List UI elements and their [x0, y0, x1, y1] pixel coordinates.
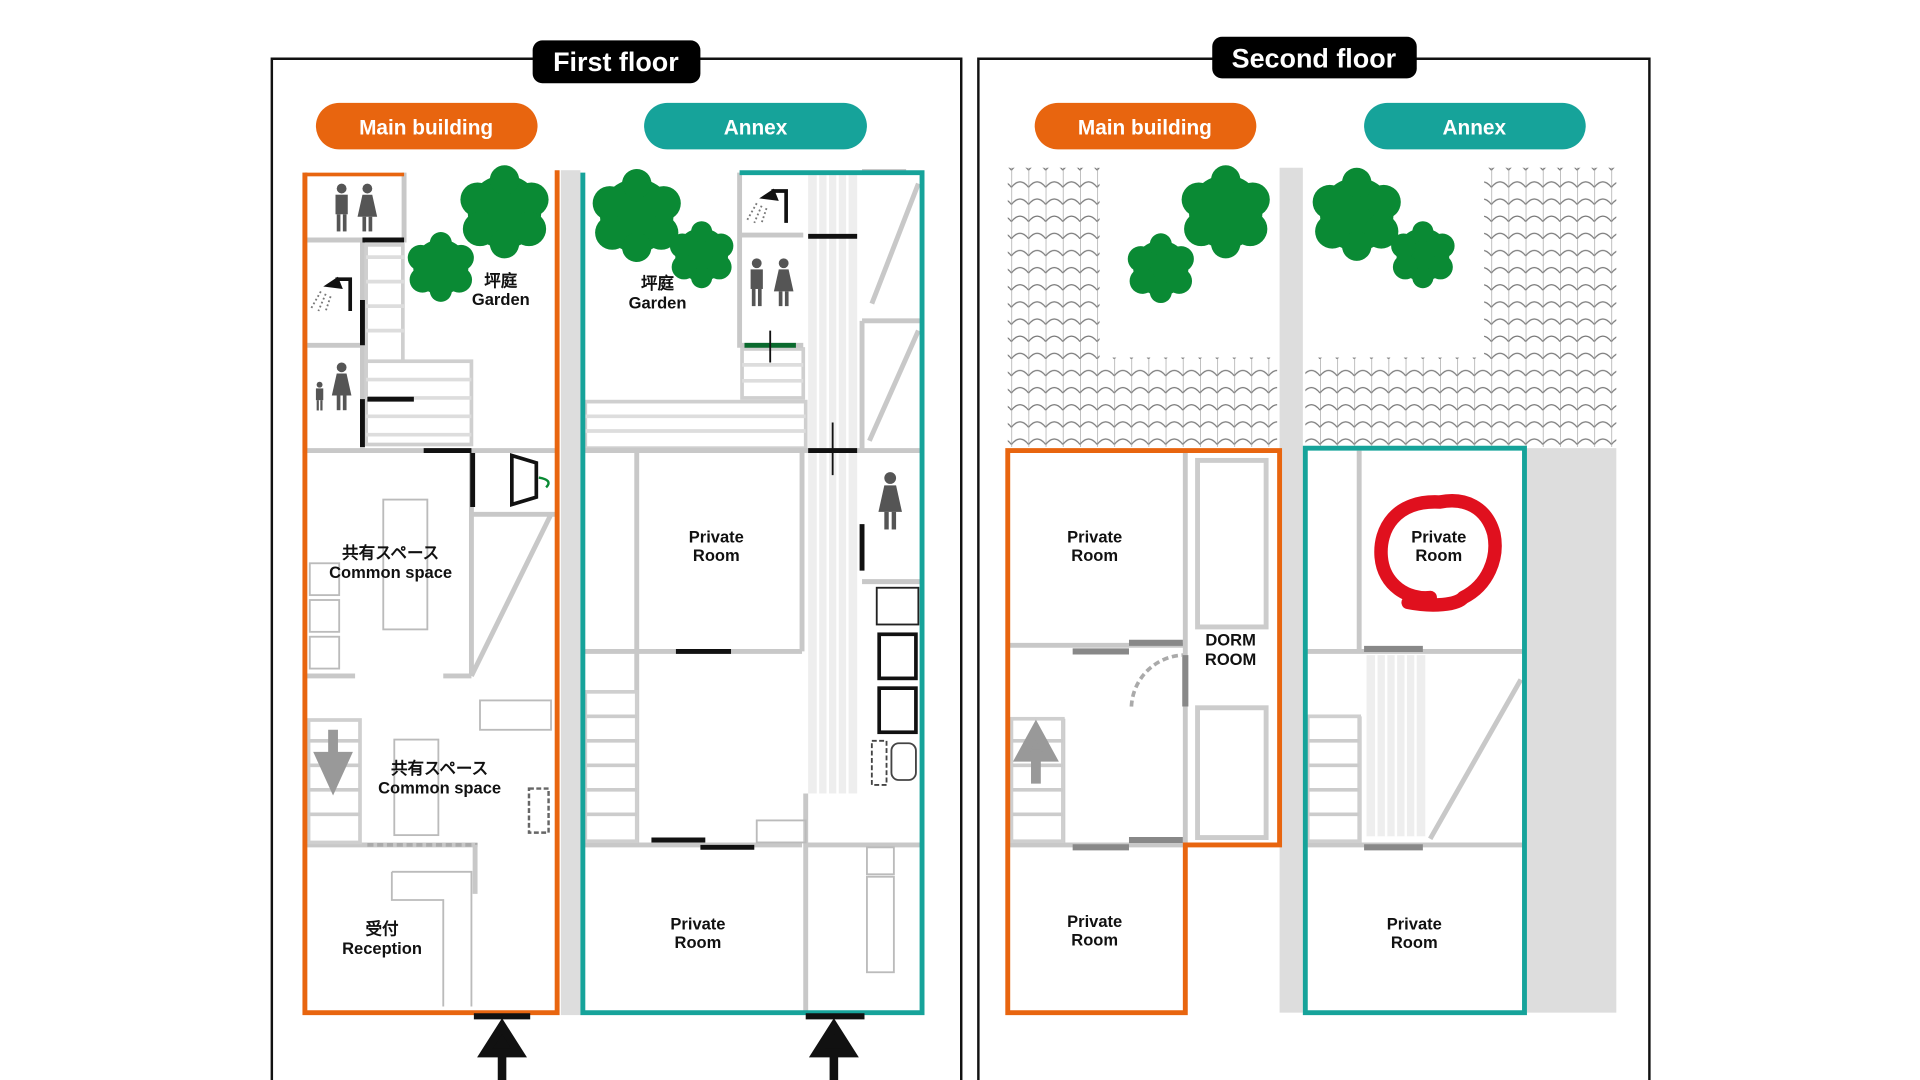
door-swing	[1129, 653, 1183, 707]
first-floor-annex-plan: 坪庭 Garden Private Room Private Room	[580, 168, 925, 1016]
toilet-man-icon	[335, 183, 348, 232]
shoe-rack	[527, 787, 550, 834]
sink-icon	[877, 686, 918, 735]
garden-label: Garden	[629, 294, 687, 313]
second-floor-section: Second floor Main building Annex Private…	[977, 36, 1651, 1080]
first-floor-main-plan: 坪庭 Garden 共有スペース Common space 共有スペース Com…	[302, 165, 581, 1016]
dorm-room-label: DORM	[1205, 630, 1255, 649]
second-floor-title: Second floor	[1232, 43, 1397, 73]
second-floor-title-badge	[1212, 36, 1417, 79]
washing-machine-icon	[890, 742, 917, 781]
main-building-label: Main building	[359, 117, 493, 140]
private-room-label: Room	[1071, 546, 1118, 565]
entrance-main	[473, 1013, 531, 1080]
tree-icon	[1312, 167, 1401, 261]
annex-outline	[1302, 445, 1527, 1016]
private-room-label: Private	[1387, 914, 1442, 933]
annex-outline	[580, 170, 925, 1016]
first-floor-section: First floor Main building Annex	[270, 40, 963, 1080]
first-floor-title-badge	[532, 40, 701, 84]
dorm-room-label: ROOM	[1205, 650, 1256, 669]
second-floor-main-plan: Private Room DORM ROOM Private Room	[1005, 448, 1283, 1016]
family-toilet-icon	[331, 362, 352, 411]
main-building-outline	[1005, 448, 1283, 1016]
reception-label: Reception	[342, 939, 422, 958]
common-space-label: Common space	[329, 563, 452, 582]
sink-icon	[510, 453, 539, 507]
toilet-woman-icon	[773, 258, 794, 307]
private-room-label: Room	[693, 546, 740, 565]
tree-icon	[460, 165, 549, 259]
sink-icon	[877, 632, 918, 681]
tree-icon	[407, 232, 474, 302]
second-floor-annex-plan: Private Room Private Room	[1302, 445, 1527, 1016]
common-space-jp-label: 共有スペース	[391, 758, 488, 778]
roof-tiles	[1305, 357, 1617, 447]
private-room-label: Private	[670, 914, 725, 933]
garden-jp-label: 坪庭	[641, 273, 675, 293]
tree-icon	[592, 168, 681, 263]
private-room-label: Room	[1415, 546, 1462, 565]
down-arrow-icon	[313, 729, 353, 796]
private-room-label: Room	[675, 933, 722, 952]
roof-tiles	[1007, 357, 1278, 447]
entrance-annex	[805, 1013, 865, 1080]
tree-icon	[1181, 165, 1270, 259]
garden-jp-label: 坪庭	[484, 271, 518, 291]
toilet-man-icon	[750, 258, 763, 307]
main-building-label: Main building	[1078, 117, 1212, 140]
entrance-arrow-icon	[477, 1018, 527, 1080]
door-arrow-icon	[769, 330, 834, 476]
private-room-label: Private	[1411, 527, 1466, 546]
toilet-woman-icon	[357, 183, 378, 232]
private-room-label: Private	[689, 527, 744, 546]
main-building-outline	[302, 170, 560, 1016]
women-only-icon	[878, 472, 902, 530]
garden-label: Garden	[472, 290, 530, 309]
tree-icon	[1391, 221, 1455, 289]
tree-icon	[1127, 233, 1194, 304]
annex-pill	[644, 102, 867, 150]
private-room-label: Room	[1391, 933, 1438, 952]
up-arrow-icon	[1012, 719, 1059, 784]
first-floor-title: First floor	[553, 47, 679, 77]
roof-tiles	[1484, 167, 1617, 358]
main-building-pill	[315, 102, 538, 150]
private-room-label: Room	[1071, 930, 1118, 949]
common-space-jp-label: 共有スペース	[342, 542, 439, 562]
tree-icon	[669, 221, 734, 289]
common-space-label: Common space	[378, 778, 501, 797]
reception-jp-label: 受付	[366, 918, 400, 938]
private-room-label: Private	[1067, 912, 1122, 931]
highlight-circle	[1374, 494, 1502, 612]
roof-tiles	[1007, 167, 1100, 358]
child-icon	[315, 381, 324, 411]
annex-label: Annex	[724, 117, 788, 140]
entrance-arrow-icon	[808, 1018, 859, 1080]
shower-icon	[309, 274, 353, 313]
annex-label: Annex	[1443, 117, 1507, 140]
annex-pill	[1364, 102, 1586, 150]
shower-icon	[745, 186, 788, 225]
private-room-label: Private	[1067, 527, 1122, 546]
main-building-pill	[1034, 102, 1257, 150]
